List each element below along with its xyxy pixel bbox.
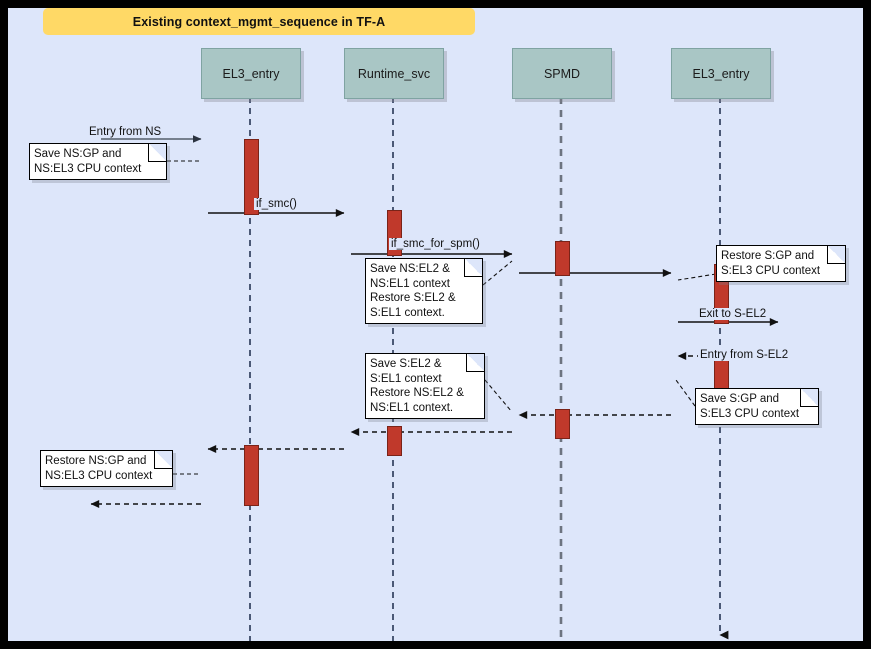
note-fold-corner-icon: [800, 389, 818, 407]
note-body: Restore S:GP and S:EL3 CPU context: [716, 245, 846, 282]
sequence-diagram-canvas: Existing context_mgmt_sequence in TF-A E…: [8, 8, 863, 641]
activation-bar-spmd: [554, 241, 570, 276]
activation-bar-runtime_svc: [386, 426, 402, 456]
note-body: Save S:GP and S:EL3 CPU context: [695, 388, 819, 425]
note-note-6: Restore NS:GP and NS:EL3 CPU context: [40, 450, 176, 490]
note-body: Save S:EL2 & S:EL1 context Restore NS:EL…: [365, 353, 485, 419]
note-note-5: Save S:GP and S:EL3 CPU context: [695, 388, 822, 428]
activation-bar-el3_entry_ns: [243, 139, 259, 215]
note-note-1: Save NS:GP and NS:EL3 CPU context: [29, 143, 170, 183]
diagram-frame: Existing context_mgmt_sequence in TF-A E…: [8, 8, 863, 641]
participant-el3_entry_ns[interactable]: EL3_entry: [201, 48, 301, 99]
note-anchor-note-2: [482, 260, 513, 286]
note-fold-corner-icon: [148, 144, 166, 162]
note-fold-corner-icon: [464, 259, 482, 277]
message-label-msg-1: Entry from NS: [87, 126, 164, 138]
note-anchor-note-4: [484, 379, 513, 413]
participant-runtime_svc[interactable]: Runtime_svc: [344, 48, 444, 99]
activation-bar-el3_entry_ns: [243, 445, 259, 506]
note-note-2: Save NS:EL2 & NS:EL1 context Restore S:E…: [365, 258, 486, 327]
note-fold-corner-icon: [154, 451, 172, 469]
message-label-msg-3: if_smc_for_spm(): [389, 238, 482, 250]
note-body: Save NS:GP and NS:EL3 CPU context: [29, 143, 167, 180]
message-label-msg-5: Exit to S-EL2: [697, 308, 769, 320]
participant-el3_entry_s[interactable]: EL3_entry: [671, 48, 771, 99]
message-label-msg-2: if_smc(): [254, 198, 299, 210]
note-fold-corner-icon: [827, 246, 845, 264]
note-body: Restore NS:GP and NS:EL3 CPU context: [40, 450, 173, 487]
participant-label: Runtime_svc: [357, 66, 431, 81]
note-anchors-group: [167, 160, 717, 475]
note-note-3: Restore S:GP and S:EL3 CPU context: [716, 245, 849, 285]
note-note-4: Save S:EL2 & S:EL1 context Restore NS:EL…: [365, 353, 488, 422]
diagram-title-banner: Existing context_mgmt_sequence in TF-A: [43, 8, 475, 35]
participant-label: SPMD: [543, 66, 581, 81]
note-fold-corner-icon: [466, 354, 484, 372]
note-anchor-note-3: [677, 273, 717, 281]
message-label-msg-6: Entry from S-EL2: [698, 349, 791, 361]
diagram-title: Existing context_mgmt_sequence in TF-A: [132, 14, 386, 29]
note-anchor-note-5: [675, 379, 696, 407]
participant-label: EL3_entry: [692, 66, 750, 81]
activation-bar-spmd: [554, 409, 570, 439]
note-body: Save NS:EL2 & NS:EL1 context Restore S:E…: [365, 258, 483, 324]
participant-spmd[interactable]: SPMD: [512, 48, 612, 99]
participant-label: EL3_entry: [222, 66, 280, 81]
